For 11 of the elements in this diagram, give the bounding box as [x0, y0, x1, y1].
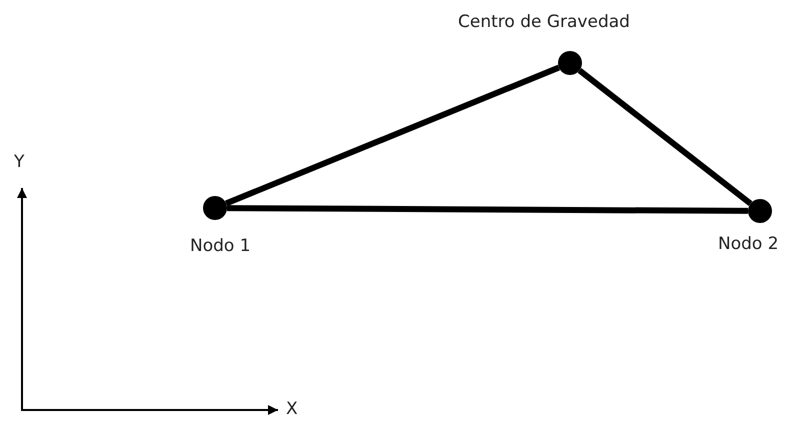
node-dot: [748, 199, 772, 223]
bar-line: [224, 64, 560, 206]
node-dot: [558, 51, 582, 75]
node-label: Nodo 1: [190, 236, 251, 256]
axis-label: X: [286, 399, 298, 419]
node-dot: [203, 196, 227, 220]
node-label: Nodo 2: [718, 234, 779, 254]
bar-line: [226, 205, 748, 214]
bar-line: [578, 68, 752, 206]
axis-label: Y: [14, 152, 24, 172]
node-label: Centro de Gravedad: [458, 12, 630, 32]
